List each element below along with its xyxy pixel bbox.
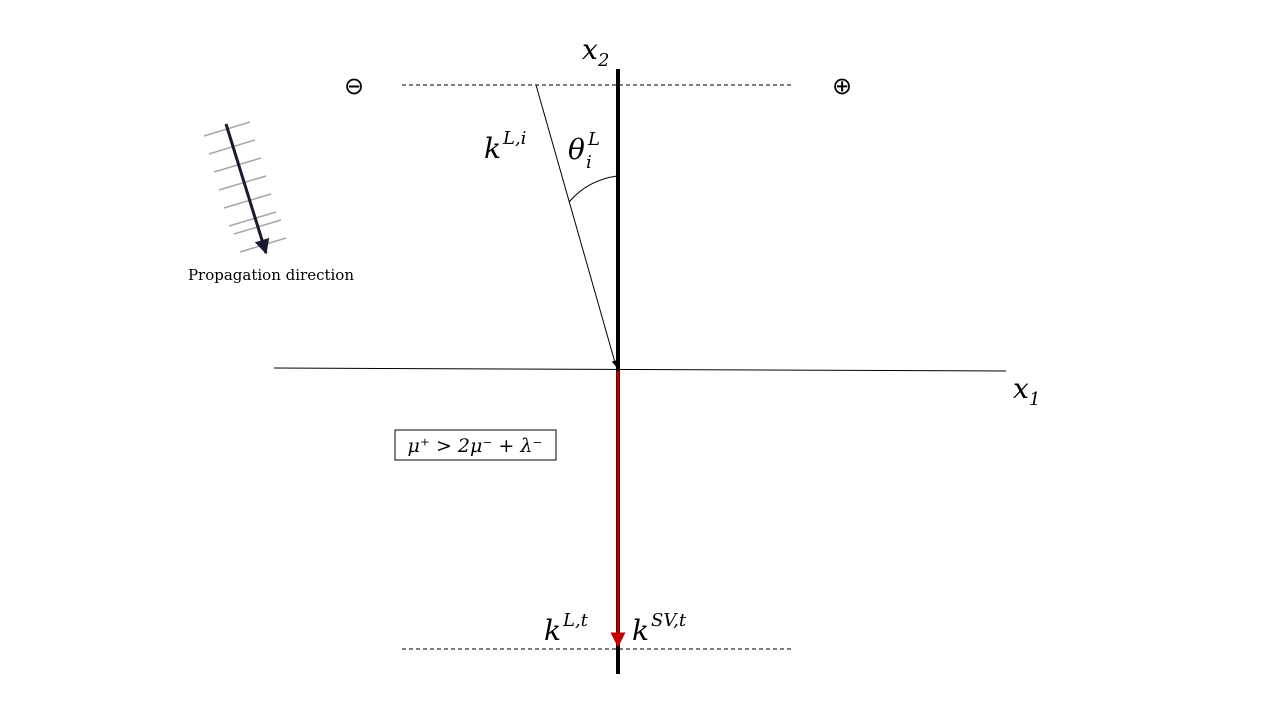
transmitted-longitudinal-label: k L,t — [544, 610, 589, 647]
propagation-caption: Propagation direction — [188, 266, 354, 284]
svg-text:L,t: L,t — [562, 610, 589, 631]
propagation-arrow — [224, 123, 270, 255]
svg-text:x: x — [1013, 372, 1029, 405]
angle-arc — [568, 175, 618, 203]
x1-axis-label: x 1 — [1013, 372, 1040, 410]
incident-wave-label: k L,i — [484, 128, 526, 165]
plus-side-symbol: ⊕ — [832, 72, 852, 100]
svg-text:2: 2 — [597, 50, 609, 71]
transmitted-shear-label: k SV,t — [632, 610, 687, 647]
x2-axis-label: x 2 — [582, 33, 609, 71]
incident-wave-vector — [535, 84, 618, 367]
inequality-box: μ⁺ > 2μ⁻ + λ⁻ — [394, 429, 557, 461]
inequality-text: μ⁺ > 2μ⁻ + λ⁻ — [408, 435, 543, 457]
svg-text:L: L — [587, 129, 600, 150]
svg-text:L,i: L,i — [502, 128, 526, 149]
svg-text:k: k — [544, 614, 561, 647]
svg-text:k: k — [632, 614, 649, 647]
svg-text:x: x — [582, 33, 598, 66]
svg-text:k: k — [484, 132, 501, 165]
svg-text:1: 1 — [1029, 389, 1040, 410]
incidence-angle-label: θ L i — [568, 129, 600, 173]
x1-axis-line — [273, 367, 1007, 372]
svg-text:θ: θ — [568, 133, 585, 166]
minus-side-symbol: ⊖ — [344, 72, 364, 100]
propagation-direction-icon — [203, 121, 287, 255]
svg-text:SV,t: SV,t — [651, 610, 687, 631]
svg-text:i: i — [586, 152, 592, 173]
